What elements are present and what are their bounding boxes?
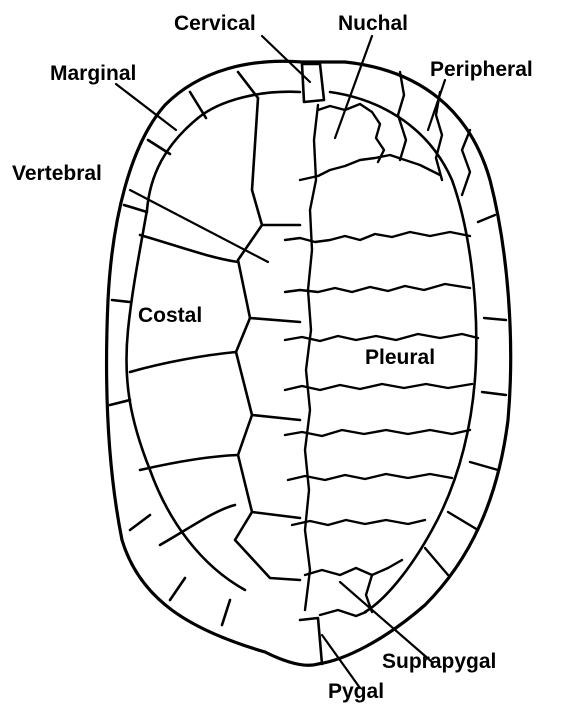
nuchal-suture: [318, 104, 384, 162]
leader-vertebral: [130, 190, 268, 262]
label-cervical: Cervical: [174, 12, 256, 35]
suprapygal-pygal-sutures: [300, 560, 402, 664]
leader-nuchal: [335, 36, 372, 138]
leader-cervical: [262, 36, 310, 82]
costal-scutes: [130, 235, 238, 545]
pleural-sutures: [285, 155, 478, 525]
label-pleural: Pleural: [365, 346, 435, 369]
label-marginal: Marginal: [50, 62, 136, 85]
label-peripheral: Peripheral: [430, 58, 533, 81]
cervical-scute: [302, 64, 324, 102]
label-pygal: Pygal: [328, 680, 384, 703]
label-nuchal: Nuchal: [338, 12, 408, 35]
leader-peripheral: [428, 80, 445, 130]
neural-midline-suture: [305, 105, 318, 610]
label-suprapygal: Suprapygal: [382, 650, 496, 673]
label-costal: Costal: [138, 304, 202, 327]
leader-marginal: [116, 84, 176, 130]
label-vertebral: Vertebral: [12, 162, 102, 185]
